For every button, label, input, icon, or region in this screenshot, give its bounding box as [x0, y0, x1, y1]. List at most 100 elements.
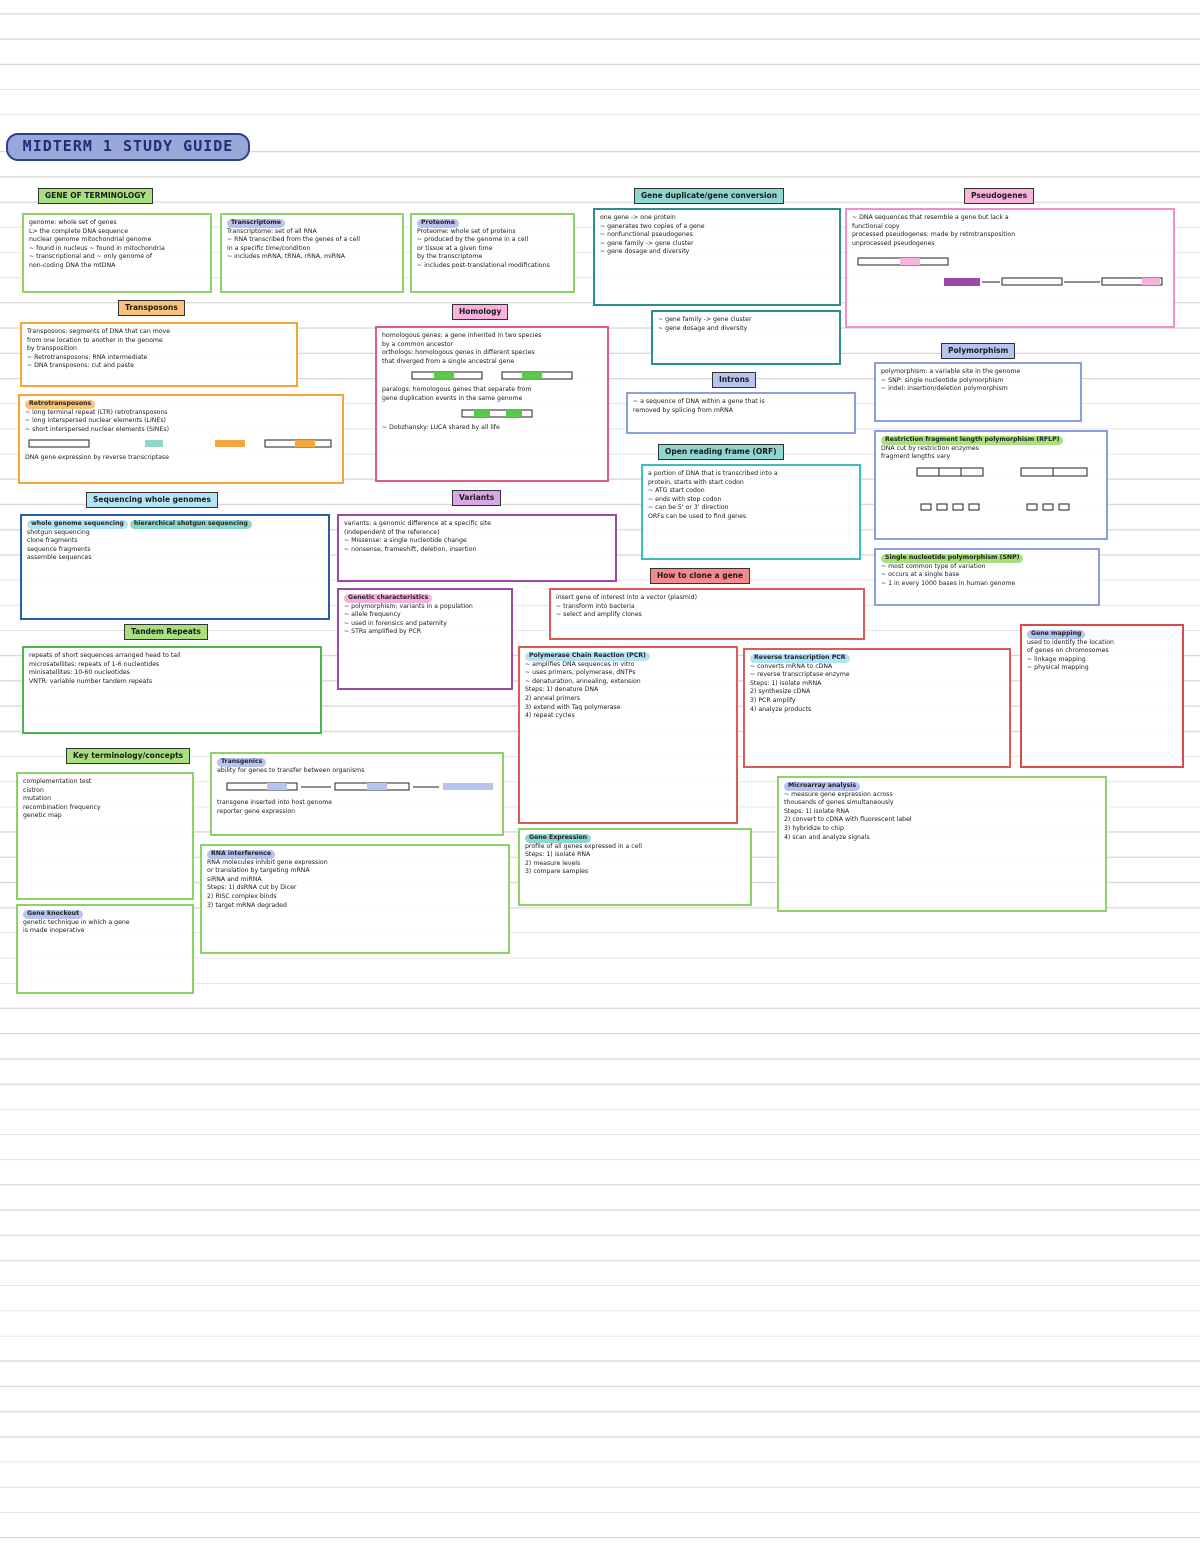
text-line: 3) target mRNA degraded: [207, 901, 287, 909]
box-gene-mapping: Gene mapping used to identify the locati…: [1020, 624, 1184, 768]
text-line: DNA cut by restriction enzymes: [881, 444, 979, 452]
header-introns: Introns: [712, 372, 757, 388]
text-line: Transposons: segments of DNA that can mo…: [27, 328, 171, 335]
text-line: Steps: 1) denature DNA: [525, 686, 599, 694]
text-line: genome: whole set of genes: [29, 219, 117, 226]
text-line: ~ gene family -> gene cluster: [600, 239, 694, 247]
text-line: profile of all genes expressed in a cell: [525, 842, 642, 850]
header-transposons: Transposons: [118, 300, 185, 316]
text-line: genetic technique in which a gene: [23, 918, 130, 926]
text-line: ~ occurs at a single base: [881, 571, 960, 579]
header-key-concepts: Key terminology/concepts: [66, 748, 191, 764]
pill-gene-expression: Gene Expression: [525, 834, 592, 843]
pill-transcriptome: Transcriptome: [227, 219, 285, 228]
box-rna-interference: RNA interference RNA molecules inhibit g…: [200, 844, 510, 954]
text-line: insert gene of interest into a vector (p…: [556, 594, 698, 601]
box-homology: homologous genes: a gene inherited in tw…: [375, 326, 609, 482]
text-line: (independent of the reference): [344, 528, 440, 536]
text-line: ~ nonfunctional pseudogenes: [600, 231, 693, 239]
box-orf: a portion of DNA that is transcribed int…: [641, 464, 861, 560]
box-sequencing: whole genome sequencing hierarchical sho…: [20, 514, 330, 620]
text-line: 4) scan and analyze signals: [784, 833, 870, 841]
text-line: orthologs: homologous genes in different…: [382, 349, 535, 357]
text-line: DNA gene expression by reverse transcrip…: [25, 454, 169, 462]
text-line: ~ DNA transposons: cut and paste: [27, 362, 135, 370]
box-gene-duplicates: one gene -> one protein ~ generates two …: [593, 208, 841, 306]
box-variants: variants: a genomic difference at a spec…: [337, 514, 617, 582]
text-line: ~ gene dosage and diversity: [658, 324, 748, 332]
text-line: Steps: 1) isolate mRNA: [750, 679, 822, 687]
text-line: ~ long terminal repeat (LTR) retrotransp…: [25, 408, 168, 416]
text-line: removed by splicing from mRNA: [633, 406, 734, 414]
pill-rt-pcr: Reverse transcription PCR: [750, 654, 850, 663]
header-cloning: How to clone a gene: [650, 568, 751, 584]
box-gene-knockout: Gene knockout genetic technique in which…: [16, 904, 194, 994]
text-line: polymorphism: a variable site in the gen…: [881, 368, 1021, 375]
box-rflp: Restriction fragment length polymorphism…: [874, 430, 1108, 540]
pill-proteome: Proteome: [417, 219, 459, 228]
text-line: RNA molecules inhibit gene expression: [207, 858, 328, 866]
header-orf: Open reading frame (ORF): [658, 444, 784, 460]
text-line: reporter gene expression: [217, 807, 296, 815]
text-line: paralogs: homologous genes that separate…: [382, 386, 532, 394]
pill-gene-mapping: Gene mapping: [1027, 630, 1086, 639]
text-line: ~ nonsense, frameshift, deletion, insert…: [344, 545, 477, 553]
pill-rna-interference: RNA interference: [207, 850, 276, 859]
box-tandem: repeats of short sequences arranged head…: [22, 646, 322, 734]
transgenics-diagram: [226, 782, 493, 791]
pill-microarray: Microarray analysis: [784, 782, 861, 791]
text-line: ~ Retrotransposons: RNA intermediate: [27, 353, 148, 361]
text-line: ~ ATG start codon: [648, 487, 705, 495]
text-line: ~ uses primers, polymerase, dNTPs: [525, 669, 636, 677]
box-microarray: Microarray analysis ~ measure gene expre…: [777, 776, 1107, 912]
text-line: by a common ancestor: [382, 340, 454, 348]
box-gene-family: ~ gene family -> gene cluster ~ gene dos…: [651, 310, 841, 365]
text-line: thousands of genes simultaneously: [784, 799, 894, 807]
text-line: ~ transform into bacteria: [556, 602, 635, 610]
header-genetic-terms: GENE OF TERMINOLOGY: [38, 188, 153, 204]
box-polymorphism: polymorphism: a variable site in the gen…: [874, 362, 1082, 422]
text-line: ~ Dobzhansky: LUCA shared by all life: [382, 423, 500, 431]
text-line: 2) synthesize cDNA: [750, 688, 811, 696]
box-retrotransposons: Retrotransposons ~ long terminal repeat …: [18, 394, 344, 484]
text-line: homologous genes: a gene inherited in tw…: [382, 332, 542, 339]
text-line: that diverged from a single ancestral ge…: [382, 357, 515, 365]
box-rt-pcr: Reverse transcription PCR ~ converts mRN…: [743, 648, 1011, 768]
text-line: or translation by targeting mRNA: [207, 867, 310, 875]
text-line: ~ linkage mapping: [1027, 655, 1086, 663]
text-line: microsatellites: repeats of 1-6 nucleoti…: [29, 660, 160, 668]
text-line: siRNA and miRNA: [207, 875, 262, 883]
text-line: Steps: 1) isolate RNA: [525, 851, 591, 859]
box-transcriptome: Transcriptome Transcriptome: set of all …: [220, 213, 404, 293]
text-line: ~ select and amplify clones: [556, 611, 642, 619]
text-line: ~ a sequence of DNA within a gene that i…: [633, 398, 765, 405]
text-line: fragment lengths vary: [881, 453, 951, 461]
box-transgenics: Transgenics ability for genes to transfe…: [210, 752, 504, 836]
text-line: Proteome: whole set of proteins: [417, 227, 516, 235]
pill-pcr: Polymerase Chain Reaction (PCR): [525, 652, 650, 661]
text-line: in a specific time/condition: [227, 244, 311, 252]
pill-wgs: whole genome sequencing: [27, 520, 128, 529]
text-line: cistron: [23, 786, 44, 794]
text-line: clone fragments: [27, 537, 78, 545]
text-line: ~ gene dosage and diversity: [600, 248, 690, 256]
text-line: ~ includes post-translational modificati…: [417, 261, 550, 269]
text-line: ~ ends with stop codon: [648, 495, 722, 503]
text-line: of genes on chromosomes: [1027, 647, 1109, 655]
header-gene-duplicates: Gene duplicate/gene conversion: [634, 188, 785, 204]
pill-genetic-characteristics: Genetic characteristics: [344, 594, 433, 603]
text-line: assemble sequences: [27, 554, 92, 562]
pill-retrotransposons: Retrotransposons: [25, 400, 96, 409]
text-line: ~ produced by the genome in a cell: [417, 236, 529, 244]
box-pseudogenes: ~ DNA sequences that resemble a gene but…: [845, 208, 1175, 328]
text-line: or tissue at a given time: [417, 244, 493, 252]
text-line: mutation: [23, 795, 52, 803]
text-line: ~ 1 in every 1000 bases in human genome: [881, 579, 1016, 587]
text-line: minisatellites: 10-60 nucleotides: [29, 669, 130, 677]
text-line: transgene inserted into host genome: [217, 799, 333, 807]
text-line: 2) RISC complex binds: [207, 892, 277, 900]
header-sequencing: Sequencing whole genomes: [86, 492, 218, 508]
text-line: ~ reverse transcriptase enzyme: [750, 671, 850, 679]
text-line: 2) convert to cDNA with fluorescent labe…: [784, 816, 912, 824]
header-variants: Variants: [452, 490, 502, 506]
